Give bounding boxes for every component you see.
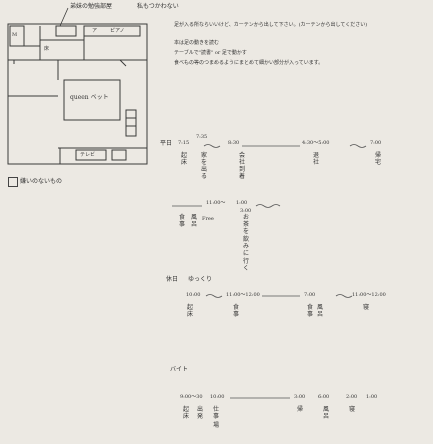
parttime-label: バイト (170, 366, 188, 373)
weekday-row2-event-2: 風呂 (190, 214, 198, 228)
holiday-time-2: 11:00〜12:00 (226, 292, 260, 298)
parttime-event-4: 場 (212, 422, 220, 429)
weekday-time-2: 7:35 (196, 134, 207, 140)
floorplan-corner-label: M (12, 32, 17, 38)
holiday-time-1: 10:00 (186, 292, 200, 298)
parttime-event-7: 寝 (348, 406, 356, 413)
note-line-3: テーブルで"読書" or 足で動かす (174, 50, 247, 56)
weekday-row2-event-7: 行く (242, 258, 250, 272)
weekday-row2-event-4: を (242, 228, 250, 235)
weekday-time-3: 8:30 (228, 140, 239, 146)
parttime-event-3: 仕事 (212, 406, 220, 420)
weekday-row2-event-1: 食事 (178, 214, 186, 228)
parttime-event-2: 出発 (196, 406, 204, 420)
parttime-time-2: 10:00 (210, 394, 224, 400)
weekday-time-5: 7:00 (370, 140, 381, 146)
annotation-pointer (60, 8, 68, 26)
weekday-row2-event-5: 飲み (242, 236, 250, 250)
weekday-time-7: 1:00 (236, 200, 247, 206)
legend-swatch (8, 177, 18, 187)
weekday-label: 平日 (160, 140, 172, 147)
parttime-event-6: 風呂 (322, 406, 330, 420)
weekday-row2-free: Free (202, 216, 214, 222)
note-line-1: 足が入る所ならいいけど、カーテンから出して下さい。(カーテンから出してください) (174, 22, 428, 28)
weekday-event-1: 起床 (180, 152, 188, 166)
timeline-wave-1 (204, 145, 220, 148)
weekday-row2-event-3: お茶 (242, 214, 250, 228)
holiday-time-3: 7:00 (304, 292, 315, 298)
floorplan-bed-label: queen ベット (70, 94, 114, 101)
parttime-event-5: 帰 (296, 406, 304, 413)
holiday-time-4: 11:00〜12:00 (352, 292, 386, 298)
parttime-time-4: 6:00 (318, 394, 329, 400)
floorplan-title-note-suffix: 私もつかわない (137, 3, 179, 10)
weekday-event-2: 家を出る (200, 152, 208, 180)
floorplan-small-label-3: テレビ (80, 152, 95, 158)
note-line-2: 本は足の動きを読む (174, 40, 219, 46)
holiday-event-2: 食事 (232, 304, 240, 318)
floorplan-title-note: 弟妹の勉強部屋 (70, 3, 112, 10)
holiday-event-5: 寝 (362, 304, 370, 311)
holiday-event-1: 起床 (186, 304, 194, 318)
holiday-sub: ゆっくり (188, 276, 212, 283)
floorplan-bath-label: 床 (44, 46, 49, 52)
parttime-time-3: 3:00 (294, 394, 305, 400)
parttime-time-1: 9:00〜30 (180, 394, 203, 400)
floorplan-small-label-1: ア (92, 28, 97, 34)
weekday-time-1: 7:15 (178, 140, 189, 146)
weekday-event-5: 帰宅 (374, 152, 382, 166)
weekday-time-6: 11:00〜 (206, 200, 225, 206)
timeline-wave-2 (350, 145, 366, 148)
weekday-row2-event-6: に (242, 250, 250, 257)
weekday-time-4: 4:30〜5:00 (302, 140, 329, 146)
weekday-event-4: 退社 (312, 152, 320, 166)
holiday-event-4: 風呂 (316, 304, 324, 318)
holiday-label: 休日 (166, 276, 178, 283)
parttime-event-1: 起床 (182, 406, 190, 420)
floorplan-small-label-2: ピアノ (110, 28, 125, 34)
legend-label: 嫌いのないもの (20, 178, 62, 185)
weekday-event-3: 会社到着 (238, 152, 246, 180)
note-line-4: 食べもの等のつまめるようにまとめて細かい部分が入っています。 (174, 60, 428, 66)
holiday-event-3: 食事 (306, 304, 314, 318)
parttime-time-6: 1:00 (366, 394, 377, 400)
parttime-time-5: 2:00 (346, 394, 357, 400)
